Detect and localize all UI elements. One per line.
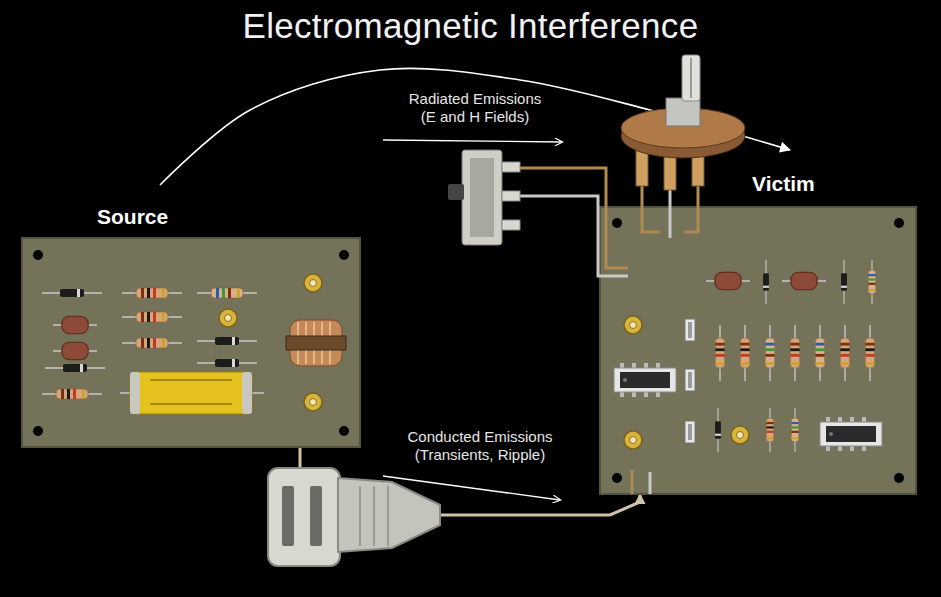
mount-hole (33, 250, 43, 260)
edge-label-wrap: Radiated Emissions (E and H Fields) (405, 90, 545, 126)
solder-pad (624, 316, 642, 334)
mount-hole (894, 473, 904, 483)
mount-hole (339, 250, 349, 260)
resistor-symbol (815, 325, 824, 381)
emission-label: Conducted Emissions (Transients, Ripple) (400, 428, 560, 464)
circuit-board (22, 238, 360, 447)
leader-arrow (383, 140, 562, 142)
mount-hole (894, 218, 904, 228)
circuit-board (600, 207, 916, 494)
solder-pad (219, 309, 237, 327)
diode-symbol (763, 260, 769, 304)
mount-hole (339, 426, 349, 436)
diode-symbol (197, 359, 257, 367)
diagram-title: Electromagnetic Interference (243, 6, 699, 46)
emission-label: Radiated Emissions (E and H Fields) (405, 90, 545, 126)
diode-symbol (42, 289, 102, 297)
board-heading: Victim (752, 172, 815, 196)
solder-pad (304, 393, 322, 411)
ic-chip (820, 417, 882, 451)
edge-label-wrap: Conducted Emissions (Transients, Ripple) (400, 428, 560, 464)
resistor-symbol (42, 389, 102, 399)
connector-slot (685, 421, 695, 443)
diode-symbol (841, 260, 847, 304)
connector-slot (685, 319, 695, 341)
source-board: Source (22, 185, 360, 447)
resistor-symbol (791, 408, 798, 452)
transformer-symbol (286, 320, 346, 366)
mount-hole (612, 218, 622, 228)
potentiometer (621, 55, 745, 238)
title-wrap: Electromagnetic Interference (0, 6, 941, 46)
resistor-symbol (122, 288, 182, 298)
resistor-symbol (765, 325, 774, 381)
diode-symbol (715, 408, 721, 452)
diode-symbol (45, 364, 105, 372)
resistor-symbol (715, 325, 724, 381)
resistor-symbol (868, 260, 875, 304)
resistor-symbol (122, 312, 182, 322)
solder-pad (624, 431, 642, 449)
resistor-symbol (865, 325, 874, 381)
toggle-switch (448, 150, 628, 276)
resistor-symbol (197, 288, 257, 298)
resistor-symbol (840, 325, 849, 381)
solder-pad (731, 426, 749, 444)
resistor-symbol (766, 408, 773, 452)
capacitor-symbol (53, 342, 97, 360)
resistor-symbol (122, 338, 182, 348)
leader-arrow (383, 476, 560, 500)
electrolytic-capacitor (120, 372, 264, 414)
diode-symbol (197, 337, 257, 345)
mount-hole (33, 426, 43, 436)
resistor-symbol (740, 325, 749, 381)
solder-pad (304, 274, 322, 292)
connector-slot (685, 369, 695, 391)
power-plug (268, 468, 440, 566)
victim-board-art (600, 207, 916, 494)
capacitor-symbol (706, 272, 750, 290)
resistor-symbol (790, 325, 799, 381)
wire (649, 472, 652, 494)
mount-hole (612, 473, 622, 483)
wire (631, 470, 634, 494)
capacitor-symbol (53, 316, 97, 334)
victim-board: Victim (600, 150, 916, 494)
board-heading: Source (97, 205, 168, 229)
capacitor-symbol (782, 272, 826, 290)
ic-chip (614, 363, 676, 397)
source-board-art (22, 238, 360, 447)
